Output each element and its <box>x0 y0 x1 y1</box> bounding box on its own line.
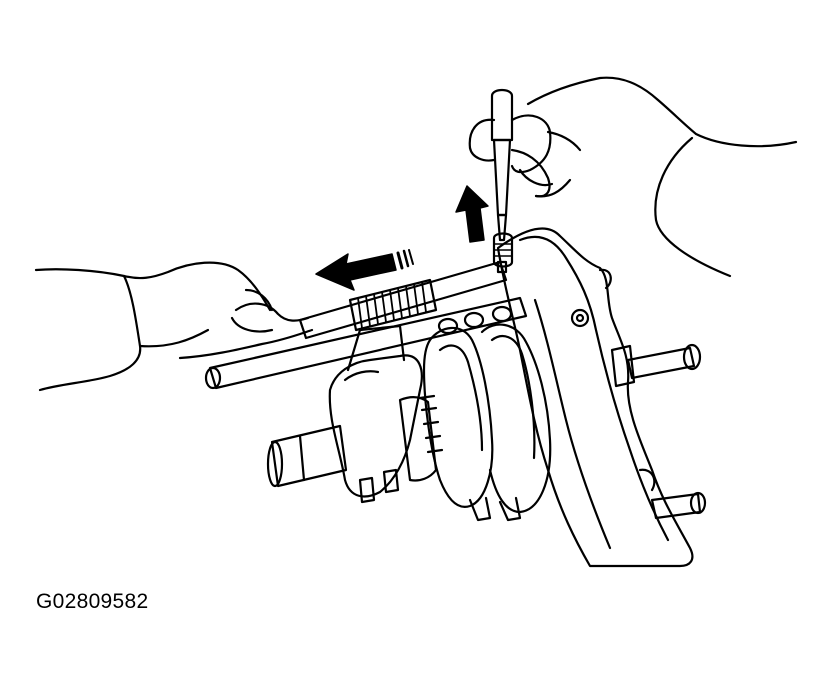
transmission-case <box>496 227 694 568</box>
hand-left <box>34 261 314 392</box>
figure-code: G02809582 <box>36 590 149 613</box>
input-shaft <box>266 424 348 488</box>
shift-fork-left <box>328 324 423 504</box>
up-arrow-icon <box>455 185 489 243</box>
pin-punch <box>490 88 514 274</box>
left-arrow-icon <box>315 249 414 291</box>
hand-upper-right <box>468 76 798 278</box>
case-stud-lower <box>650 491 707 520</box>
case-stud-upper <box>610 343 702 388</box>
fork-tabs <box>437 305 513 335</box>
gear-body <box>398 394 444 482</box>
synchronizer-rings <box>422 323 552 522</box>
shift-rail <box>204 296 528 390</box>
